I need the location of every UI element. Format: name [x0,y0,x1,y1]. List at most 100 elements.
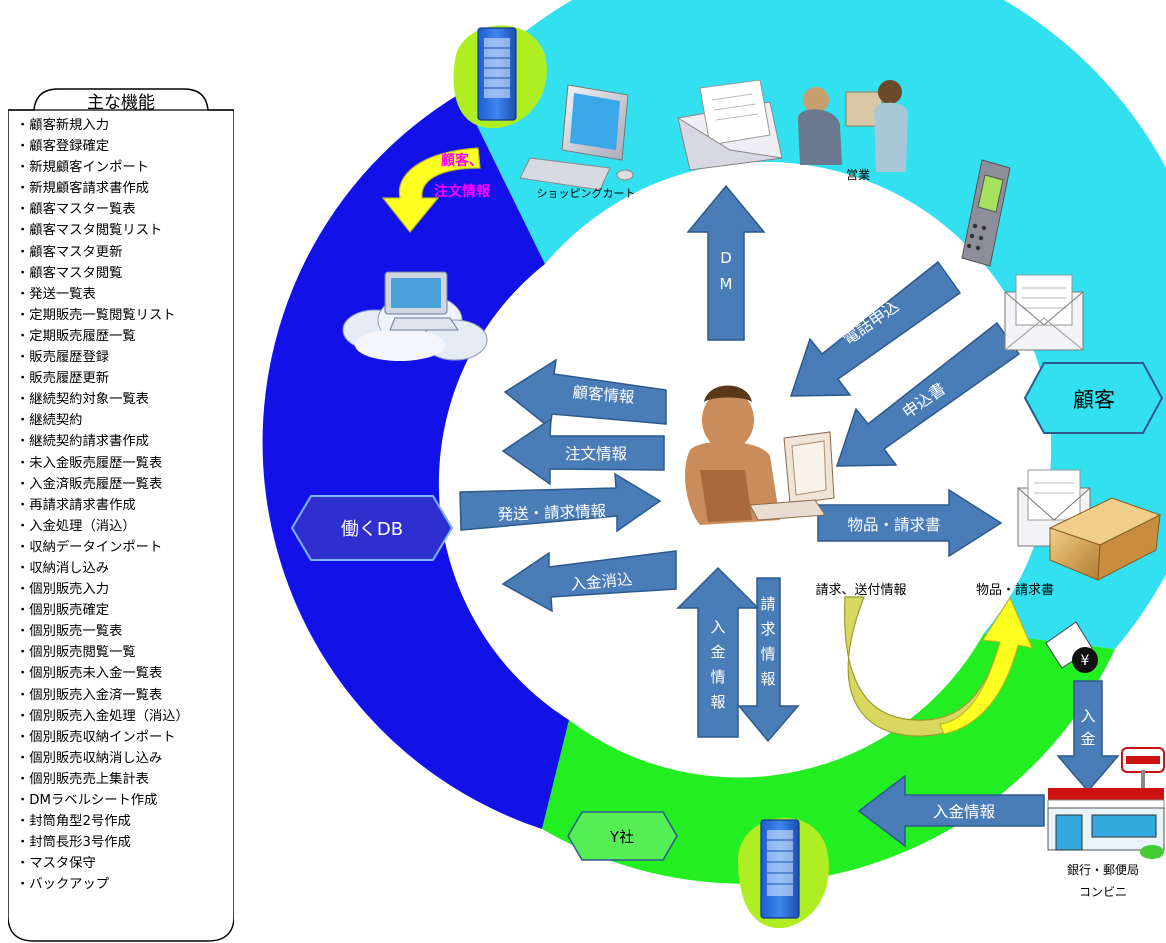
ring-segment-y-company [542,633,1115,884]
shipping-info-arrow [459,472,662,533]
payment-down-arrow [1056,680,1120,793]
billing-goods-curve-arrow [844,596,1034,737]
package-box-icon [1048,497,1162,581]
y-company-hexagon: Y社 [567,811,678,861]
billing-info-down-arrow [737,577,800,743]
captions: 顧客、 注文情報 ショッピングカート 営業 請求、送付情報 物品・請求書 銀行・… [434,152,1139,899]
dm-label-d: D [720,249,732,267]
function-item: ・個別販売一覧表 [16,624,123,640]
function-item: ・封筒長形3号作成 [16,835,131,851]
function-item: ・顧客マスタ閲覧リスト [16,223,163,239]
order-data-curve-arrow [381,147,481,233]
function-item: ・個別販売収納消し込み [16,750,163,766]
customer-order-caption-1: 顧客、 [441,152,483,169]
billing-info-v-4: 報 [760,670,775,688]
shipping-info-label: 発送・請求情報 [497,502,607,524]
function-item: ・未入金販売履歴一覧表 [16,455,163,471]
payment-clearing-arrow [501,550,677,613]
function-item: ・個別販売閲覧一覧 [16,645,136,661]
payment-clearing-label: 入金消込 [570,570,633,593]
payment-info-v-1: 入 [710,618,725,636]
operator-at-computer-icon [685,385,835,525]
function-item: ・個別販売入金済一覧表 [16,687,163,703]
functions-panel-frame [8,88,234,942]
payment-info-v-3: 情 [710,668,725,686]
shopping-cart-computer-icon [519,84,634,191]
sales-caption: 営業 [846,168,870,182]
y-company-label: Y社 [609,828,634,846]
goods-invoice-arrow [817,488,1003,558]
shopping-cart-caption: ショッピングカート [537,186,636,200]
goods-invoice-label: 物品・請求書 [847,516,940,534]
work-db-label: 働くDB [341,519,403,540]
payment-info-label: 入金情報 [933,803,996,821]
customer-info-label: 顧客情報 [572,383,636,406]
web-server-icon [453,25,547,129]
yen-payment-icon: ¥ [1045,621,1098,673]
function-item: ・DMラベルシート作成 [16,793,158,808]
customer-order-caption-2: 注文情報 [434,183,491,200]
yen-symbol: ¥ [1081,653,1090,669]
function-item: ・個別販売入力 [16,582,110,598]
customer-hexagon: 顧客 [1023,362,1164,434]
function-item: ・入金済販売履歴一覧表 [16,476,163,492]
payment-info-left-arrow [857,774,1045,848]
function-item: ・顧客新規入力 [16,118,110,133]
flow-arrows [459,184,1120,848]
function-item: ・収納消し込み [16,560,110,576]
function-item: ・顧客マスタ閲覧 [16,265,123,281]
payment-v-1: 入 [1080,707,1095,725]
cloud-computer-icon [342,271,488,361]
application-form-arrow [835,321,1021,467]
payment-info-v-4: 報 [710,693,725,711]
payment-info-v-2: 金 [710,643,725,661]
function-item: ・マスタ保守 [16,856,96,872]
function-item: ・顧客マスター覧表 [16,202,136,218]
function-item: ・再請求請求書作成 [16,497,136,513]
phone-order-arrow [789,260,962,397]
function-item: ・新規顧客請求書作成 [16,181,149,197]
bank-post-caption: 銀行・郵便局 [1067,863,1139,877]
y-company-server-icon [738,817,829,929]
billing-info-v-1: 請 [760,595,775,613]
function-item: ・個別販売入金処理（消込） [16,708,189,724]
function-item: ・定期販売履歴一覧 [16,328,136,344]
ring-segment-work-db [262,93,569,829]
function-item: ・封筒角型2号作成 [16,814,131,830]
billing-sending-caption: 請求、送付情報 [815,583,906,598]
mobile-phone-icon [961,159,1011,267]
function-item: ・定期販売一覧閲覧リスト [16,307,176,323]
function-item: ・収納データインポート [16,539,163,555]
function-item: ・入金処理（消込） [16,518,136,534]
convenience-store-caption: コンビニ [1079,885,1127,899]
dm-envelope-icon [677,79,783,171]
function-item: ・販売履歴更新 [16,371,110,387]
function-item: ・個別販売未入金一覧表 [16,666,163,682]
function-item: ・個別販売確定 [16,603,110,619]
billing-info-v-2: 求 [760,620,775,638]
function-item: ・個別販売収納インポート [16,729,176,745]
goods-invoice-caption: 物品・請求書 [976,583,1054,598]
work-db-hexagon: 働くDB [290,495,454,561]
function-item: ・継続契約 [16,413,83,429]
sales-people-icon [797,80,908,172]
payment-v-2: 金 [1080,730,1095,748]
function-item: ・新規顧客インポート [16,160,149,176]
function-item: ・発送一覧表 [16,286,96,302]
function-item: ・継続契約対象一覧表 [16,392,149,408]
payment-info-up-arrow [676,566,760,738]
order-info-label: 注文情報 [565,445,628,463]
functions-list: ・顧客新規入力・顧客登録確定・新規顧客インポート・新規顧客請求書作成・顧客マスタ… [16,115,189,895]
function-item: ・販売履歴登録 [16,350,110,366]
order-info-arrow [501,417,665,486]
function-item: ・顧客マスタ更新 [16,244,123,260]
function-item: ・顧客登録確定 [16,139,110,155]
dm-arrow [686,184,766,341]
application-envelope-icon [1004,274,1084,351]
customer-label: 顧客 [1073,388,1115,412]
functions-panel-title: 主な機能 [87,93,155,113]
function-item: ・個別販売売上集計表 [16,771,149,787]
customer-info-arrow [503,358,667,430]
billing-info-v-3: 情 [760,645,775,663]
